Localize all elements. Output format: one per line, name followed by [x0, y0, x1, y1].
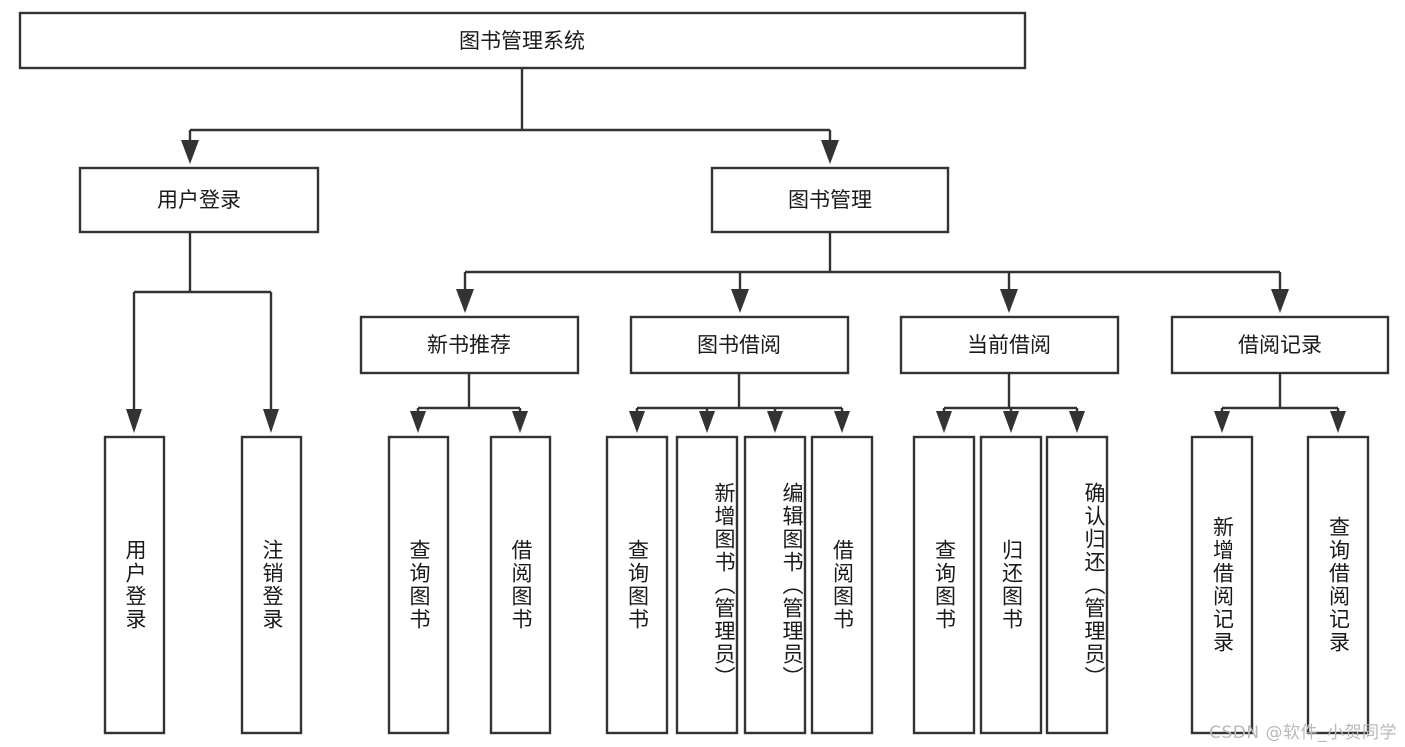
node-current-borrow-label: 当前借阅	[967, 333, 1051, 357]
leaf-box-add-borrow-record[interactable]	[1190, 435, 1254, 735]
node-root-label: 图书管理系统	[459, 29, 585, 53]
node-book-borrow-box[interactable]	[629, 315, 850, 375]
connector-group-userlogin	[126, 232, 279, 433]
node-new-book-recommend[interactable]: 新书推荐	[359, 315, 580, 375]
connector-group-current	[936, 373, 1085, 433]
node-new-book-recommend-label: 新书推荐	[427, 333, 511, 357]
node-borrow-record-box[interactable]	[1170, 315, 1390, 375]
node-borrow-record[interactable]: 借阅记录	[1170, 315, 1390, 375]
connector-group-bookmgmt	[456, 232, 1289, 313]
arrow-head-nb-leaf2	[512, 411, 528, 433]
arrow-head-cu-leaf2	[1003, 411, 1019, 433]
connector-group-newbook	[410, 373, 528, 433]
arrow-head-rc-leaf1	[1214, 411, 1230, 433]
node-book-borrow-label: 图书借阅	[697, 333, 781, 357]
node-book-borrow[interactable]: 图书借阅	[629, 315, 850, 375]
leaf-box-confirm-return-admin[interactable]	[1045, 435, 1109, 735]
arrow-head-borrow	[731, 289, 749, 313]
arrow-head-bw-leaf2	[699, 411, 715, 433]
leaf-box-logout[interactable]	[240, 435, 303, 735]
node-book-management[interactable]: 图书管理	[710, 166, 950, 234]
node-book-management-label: 图书管理	[788, 188, 872, 212]
leaf-box-query-borrow-record[interactable]	[1306, 435, 1370, 735]
node-current-borrow-box[interactable]	[899, 315, 1120, 375]
arrow-head-bw-leaf3	[767, 411, 783, 433]
node-borrow-record-label: 借阅记录	[1238, 333, 1322, 357]
node-new-book-recommend-box[interactable]	[359, 315, 580, 375]
leaf-box-add-book-admin[interactable]	[675, 435, 739, 735]
node-user-login[interactable]: 用户登录	[78, 166, 320, 234]
leaf-boxes	[103, 435, 1370, 735]
node-user-login-label: 用户登录	[157, 188, 241, 212]
leaf-box-query-book-3[interactable]	[912, 435, 976, 735]
node-root[interactable]: 图书管理系统	[18, 11, 1027, 70]
connector-group-borrow	[629, 373, 850, 433]
node-user-login-box[interactable]	[78, 166, 320, 234]
leaf-box-edit-book-admin[interactable]	[743, 435, 807, 735]
leaf-box-borrow-book-1[interactable]	[489, 435, 552, 735]
leaf-box-user-login[interactable]	[103, 435, 166, 735]
leaf-box-borrow-book-2[interactable]	[810, 435, 874, 735]
arrow-head-record	[1271, 289, 1289, 313]
node-book-management-box[interactable]	[710, 166, 950, 234]
arrow-head-userlogin	[181, 140, 199, 164]
arrow-head-bw-leaf1	[629, 411, 645, 433]
arrow-head-leaf-logout	[263, 409, 279, 433]
arrow-head-bookmgmt	[821, 140, 839, 164]
arrow-head-current	[1000, 289, 1018, 313]
node-current-borrow[interactable]: 当前借阅	[899, 315, 1120, 375]
arrow-head-cu-leaf3	[1069, 411, 1085, 433]
connector-group-record	[1214, 373, 1346, 433]
arrow-head-bw-leaf4	[834, 411, 850, 433]
leaf-box-return-book[interactable]	[979, 435, 1043, 735]
arrow-head-nb-leaf1	[410, 411, 426, 433]
leaf-box-query-book-2[interactable]	[605, 435, 669, 735]
leaf-box-query-book-1[interactable]	[387, 435, 450, 735]
arrow-head-rc-leaf2	[1330, 411, 1346, 433]
connector-group-root	[181, 68, 839, 164]
arrow-head-cu-leaf1	[936, 411, 952, 433]
csdn-watermark: CSDN @软件_小贺同学	[1209, 723, 1397, 743]
node-root-box[interactable]	[18, 11, 1027, 70]
arrow-head-leaf-userlogin	[126, 409, 142, 433]
arrow-head-newbook	[456, 289, 474, 313]
